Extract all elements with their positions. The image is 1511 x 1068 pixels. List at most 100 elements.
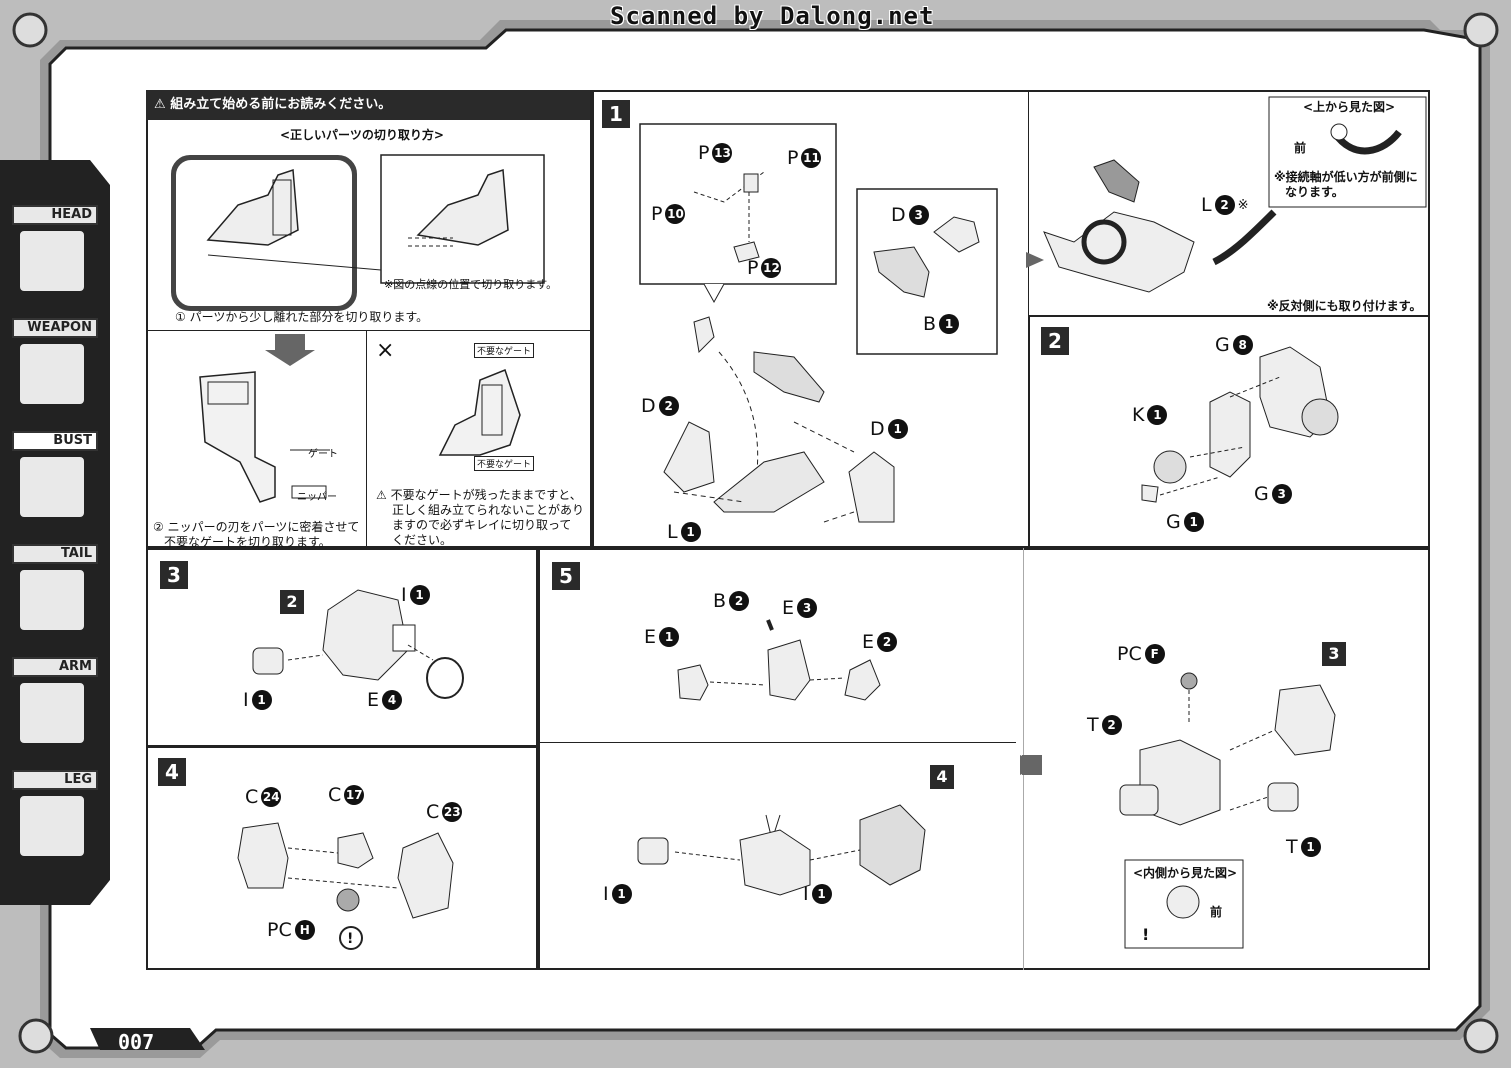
bad-example-cross: × (376, 338, 395, 363)
part-letter: PC (1117, 643, 1142, 665)
part-letter: B (923, 313, 937, 335)
part-number-badge: 4 (382, 690, 403, 710)
part-letter: G (1166, 511, 1181, 533)
part-number-badge: H (294, 920, 315, 940)
part-number-badge: 1 (611, 884, 632, 904)
part-number-badge: 8 (1232, 335, 1253, 355)
bad-cut-diagram (438, 369, 521, 456)
part-number-badge: 11 (801, 148, 822, 168)
notice-subtitle: <正しいパーツの切り取り方> (280, 128, 444, 142)
weapon-thumbnail-icon (18, 342, 86, 406)
part-letter: E (367, 689, 380, 711)
cut-diagram-top (171, 154, 545, 311)
part-number-badge: 1 (939, 314, 960, 334)
part-number-badge: 3 (1271, 484, 1292, 504)
tab-arm[interactable]: ARM (12, 657, 98, 753)
part-letter: E (644, 626, 657, 648)
part-letter: P (698, 142, 710, 164)
bad-gate-label-1: 不要なゲート (474, 343, 535, 358)
step5-panel (538, 548, 1430, 970)
part-letter: L (667, 521, 678, 543)
part-number-badge: 1 (659, 627, 680, 647)
part-letter: B (713, 590, 727, 612)
part-letter: P (651, 203, 663, 225)
step2-number: 2 (1041, 327, 1069, 355)
good-cut-diagram (199, 334, 330, 503)
part-number-badge: 13 (712, 143, 733, 163)
notice-step2-line1: ② ニッパーの刃をパーツに密着させて (153, 520, 360, 534)
tab-weapon[interactable]: WEAPON (12, 318, 98, 414)
part-letter: P (747, 257, 759, 279)
step5-ref3-box: 3 (1322, 642, 1346, 666)
part-number-badge: 1 (680, 522, 701, 542)
sidebar-nav: HEAD WEAPON BUST TAIL ARM LEG (0, 160, 110, 900)
notice-divider-h (146, 330, 592, 331)
head-thumbnail-icon (18, 229, 86, 293)
tab-tail-label: TAIL (12, 544, 98, 564)
other-side-note: ※反対側にも取り付けます。 (1267, 299, 1422, 313)
tab-weapon-label: WEAPON (12, 318, 98, 338)
tab-bust[interactable]: BUST (12, 431, 98, 527)
part-number-badge: 10 (665, 204, 686, 224)
bad-warn-line4: ください。 (392, 533, 453, 547)
part-number-badge: F (1144, 644, 1165, 664)
part-number-badge: 12 (761, 258, 782, 278)
part-number-badge: 3 (908, 205, 929, 225)
part-number-badge: 1 (887, 419, 908, 439)
part-letter: I (603, 883, 609, 905)
tab-leg-label: LEG (12, 770, 98, 790)
part-letter: I (401, 584, 407, 606)
part-number-badge: 1 (409, 585, 430, 605)
leg-thumbnail-icon (18, 794, 86, 858)
top-view-title: <上から見た図> (1303, 100, 1396, 114)
part-number-badge: 2 (658, 396, 679, 416)
inner-view-title: <内側から見た図> (1133, 866, 1238, 880)
bad-gate-label-2: 不要なゲート (474, 456, 535, 471)
bad-warn-line3: ますので必ずキレイに切り取って (392, 518, 572, 532)
part-letter: D (641, 395, 656, 417)
step5-illustration (637, 619, 1336, 949)
step4-warn: ! (347, 931, 354, 947)
step4-number: 4 (158, 758, 186, 786)
tab-head-label: HEAD (12, 205, 98, 225)
tab-tail[interactable]: TAIL (12, 544, 98, 640)
part-letter: I (243, 689, 249, 711)
tab-arm-label: ARM (12, 657, 98, 677)
bad-warn-line2: 正しく組み立てられないことがあり (392, 503, 585, 517)
part-letter: T (1286, 836, 1298, 858)
part-letter: D (870, 418, 885, 440)
inner-view-front: 前 (1210, 905, 1223, 919)
tab-leg[interactable]: LEG (12, 770, 98, 866)
part-letter: L (1201, 194, 1212, 216)
part-letter: T (1087, 714, 1099, 736)
part-letter: ※ (1237, 197, 1249, 213)
part-number-badge: 23 (442, 802, 463, 822)
tab-head[interactable]: HEAD (12, 205, 98, 301)
part-number-badge: 17 (344, 785, 365, 805)
part-number-badge: 1 (1183, 512, 1204, 532)
notice-divider-v (366, 330, 367, 548)
part-number-badge: 24 (261, 787, 282, 807)
part-letter: C (328, 784, 342, 806)
step5-number: 5 (552, 562, 580, 590)
part-number-badge: 3 (797, 598, 818, 618)
